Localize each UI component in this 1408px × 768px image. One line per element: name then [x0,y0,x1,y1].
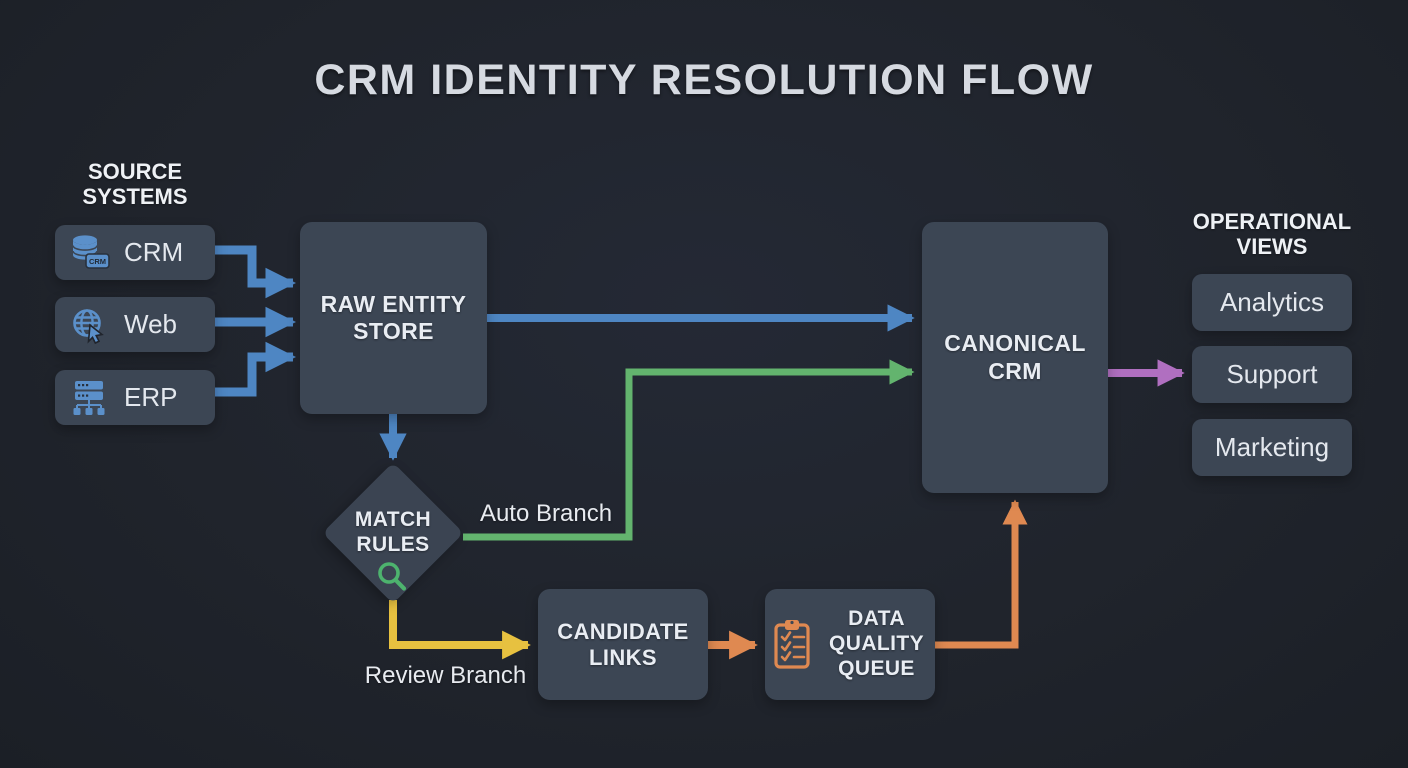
source-item-erp: ERP [55,370,215,425]
node-label: CANDIDATE LINKS [557,618,689,670]
source-item-web: Web [55,297,215,352]
node-data-quality-queue: DATA QUALITY QUEUE [765,589,935,700]
view-item-label: Marketing [1214,432,1330,462]
page-title: CRM IDENTITY RESOLUTION FLOW [314,56,1094,104]
source-item-label: Web [124,309,177,339]
view-item-label: Support [1226,359,1318,389]
source-item-label: ERP [124,382,178,412]
node-match-rules [322,462,464,604]
node-raw-entity-store: RAW ENTITY STORE [300,222,487,414]
view-item-marketing: Marketing [1192,419,1352,476]
edge-auto-branch [463,359,915,541]
source-item-label: CRM [124,237,184,267]
view-item-label: Analytics [1219,287,1325,317]
operational-views-header: OPERATIONAL VIEWS [1192,209,1352,259]
view-item-support: Support [1192,346,1352,403]
server-icon [73,380,105,415]
node-canonical-crm: CANONICAL CRM [922,222,1108,493]
database-icon: CRM [72,234,110,269]
node-candidate-links: CANDIDATE LINKS [538,589,708,700]
edge-quality-to-canonical [935,499,1028,649]
node-label: DATA QUALITY QUEUE [829,607,924,680]
crm-badge-text: CRM [89,257,106,266]
clipboard-icon [773,620,810,670]
source-systems-header: SOURCE SYSTEMS [82,159,188,209]
view-item-analytics: Analytics [1192,274,1352,331]
node-label: CANONICAL CRM [944,330,1086,384]
globe-icon [73,308,104,344]
edge-crm-to-raw [215,245,297,299]
node-label: RAW ENTITY STORE [320,290,467,344]
edge-erp-to-raw [215,341,297,397]
source-item-crm: CRM CRM [55,225,215,280]
edge-review-branch [389,600,531,660]
